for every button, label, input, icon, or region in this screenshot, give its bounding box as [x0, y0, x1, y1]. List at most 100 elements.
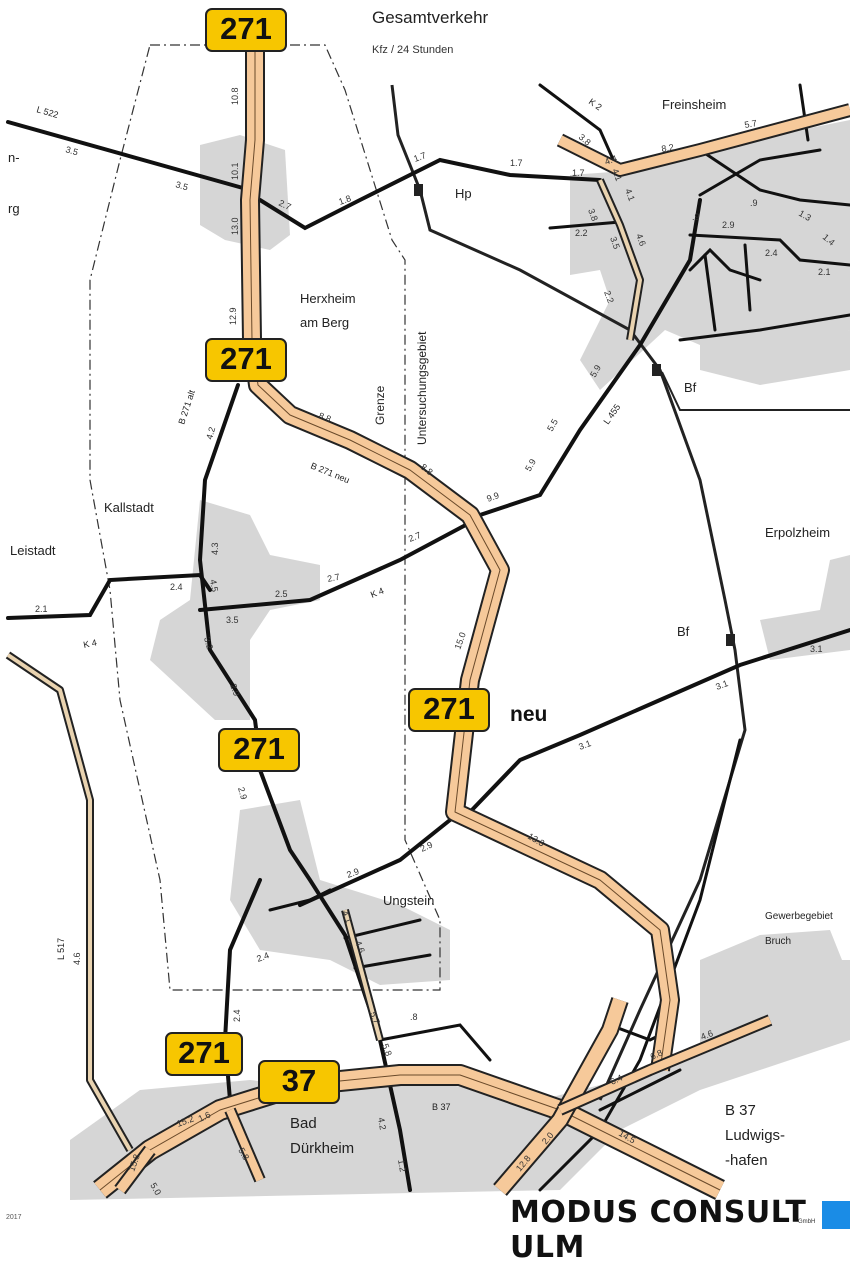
brand-logo-square [822, 1201, 850, 1229]
vol-2-9a: 2.9 [722, 220, 735, 230]
vol-3-1b: 3.1 [714, 678, 729, 692]
vol-2-7c: 2.7 [326, 572, 340, 584]
shield-b271-ungstein: 271 [218, 728, 300, 772]
vol-3-5a: 3.5 [64, 144, 79, 157]
label-l517: L 517 [56, 938, 66, 960]
vol-5-9b: 5.9 [523, 457, 538, 473]
minor-roads [6, 83, 850, 1192]
vol-8-2: 8.2 [661, 142, 675, 154]
settlement-freinsheim [570, 120, 850, 390]
shield-b37: 37 [258, 1060, 340, 1104]
label-b37-ludwigshafen: B 37 [725, 1102, 756, 1119]
label-ungstein: Ungstein [383, 893, 434, 908]
label-am-berg: am Berg [300, 315, 349, 330]
vol-2-4d: 2.4 [232, 1009, 242, 1022]
road-k4 [6, 572, 212, 620]
vol-4-4: 4.4 [603, 153, 618, 167]
railway-lines [390, 84, 850, 1101]
map-subtitle: Kfz / 24 Stunden [372, 44, 454, 56]
vol-4-1a: 4.1 [610, 167, 624, 182]
vol-1-2: 1.2 [396, 1159, 408, 1173]
vol-2-9d: 2.9 [345, 866, 360, 880]
shield-b271-herxheim: 271 [205, 338, 287, 382]
vol-2-7b: 2.7 [407, 530, 422, 544]
road-b37 [93, 1064, 725, 1200]
vol-12-9: 12.9 [228, 307, 238, 325]
new-route-label: neu [510, 703, 548, 726]
road-b271-north-east [556, 103, 850, 177]
settlement-duerkheim [70, 960, 850, 1200]
label-leistadt: Leistadt [10, 543, 56, 558]
label-left-rg: rg [8, 201, 20, 216]
vol-4-5: 4.5 [208, 579, 220, 593]
road-herxheim-hp [258, 157, 602, 231]
vol-4-2a: 4.2 [204, 426, 217, 441]
road-south-exit [538, 738, 742, 1192]
station-bf-freinsheim [652, 364, 661, 376]
label-bf-erpolzheim: Bf [677, 624, 690, 639]
vol-1-7c: 1.7 [572, 168, 585, 178]
rail-stations [414, 184, 735, 646]
road-freinsheim-local-8 [743, 243, 752, 312]
vol-5-7b: 5.7 [368, 1010, 382, 1025]
road-ungstein-b271neu [298, 810, 462, 907]
vol-2-9e: 2.9 [419, 839, 435, 853]
place-labels: Freinsheim Herxheim am Berg Kallstadt Le… [8, 97, 833, 1169]
railway-spur [661, 371, 850, 411]
settlement-areas [70, 120, 850, 1200]
label-b271alt: B 271 alt [176, 388, 197, 425]
shield-b271-top: 271 [205, 8, 287, 52]
vol-4-6c: 4.6 [72, 952, 82, 965]
road-b271alt-south [341, 908, 384, 1042]
vol-8-8a: 8.8 [317, 410, 332, 424]
road-b271alt [197, 383, 262, 762]
vol-3-5b: 3.5 [174, 179, 189, 192]
settlement-kallstadt [150, 500, 320, 720]
label-grenze: Grenze [373, 385, 387, 425]
footer-brand-sub: GmbH [798, 1219, 816, 1225]
road-freinsheim-local-7 [703, 253, 717, 332]
label-l455: L 455 [601, 402, 622, 426]
road-freinsheim-local-3 [698, 148, 850, 207]
road-east-k [468, 628, 850, 814]
label-b271neu: B 271 neu [309, 461, 351, 486]
vol-3-1a: 3.1 [577, 738, 592, 752]
label-ludwigs: Ludwigs- [725, 1127, 785, 1144]
vol-6-4: 6.4 [609, 1072, 625, 1086]
vol-3-2: 3.2 [202, 636, 215, 651]
vol-2-2a: 2.2 [575, 228, 588, 238]
vol-15-0: 15.0 [452, 631, 467, 651]
label-k2: K 2 [587, 96, 604, 112]
vol-13-0: 13.0 [230, 217, 240, 235]
vol-4-2b: 4.2 [376, 1117, 388, 1131]
label-duerkheim: Dürkheim [290, 1140, 354, 1157]
road-kallstadt-b271neu [198, 518, 477, 612]
settlement-north-east [830, 590, 850, 640]
road-freinsheim-local-4 [698, 148, 822, 197]
vol-2-2b: 2.2 [602, 289, 616, 304]
label-gewerbegebiet: Gewerbegebiet [765, 911, 833, 922]
label-freinsheim: Freinsheim [662, 97, 726, 112]
vol-2-4a: 2.4 [765, 248, 778, 258]
vol-3-5c: 3.5 [608, 235, 622, 250]
volume-labels: 10.8 10.1 13.0 12.9 3.5 3.5 2.7 1.8 1.7 … [35, 87, 837, 1196]
vol-9b: .9 [750, 198, 758, 208]
label-b37-road: B 37 [432, 1102, 451, 1112]
road-duerkheim-west-feeder [114, 1145, 156, 1195]
vol-6-8: 6.8 [649, 1047, 665, 1061]
label-bad: Bad [290, 1115, 317, 1132]
vol-1-7a: 1.7 [412, 150, 427, 164]
vol-1-6: 1.6 [197, 1109, 213, 1123]
label-l522: L 522 [35, 104, 59, 120]
label-hafen: -hafen [725, 1152, 768, 1169]
road-b37-ludwigshafen [557, 1014, 773, 1116]
vol-3-1c: 3.1 [810, 644, 823, 654]
study-area-boundary [89, 44, 441, 991]
road-freinsheim-local-2 [688, 233, 850, 267]
railway-north [390, 84, 747, 1101]
vol-5-5: 5.5 [545, 417, 560, 433]
map-title: Gesamtverkehr [372, 8, 489, 27]
vol-2-9c: 2.9 [236, 786, 249, 801]
settlement-erpolzheim [760, 555, 850, 660]
label-untersuchungsgebiet: Untersuchungsgebiet [415, 331, 429, 445]
